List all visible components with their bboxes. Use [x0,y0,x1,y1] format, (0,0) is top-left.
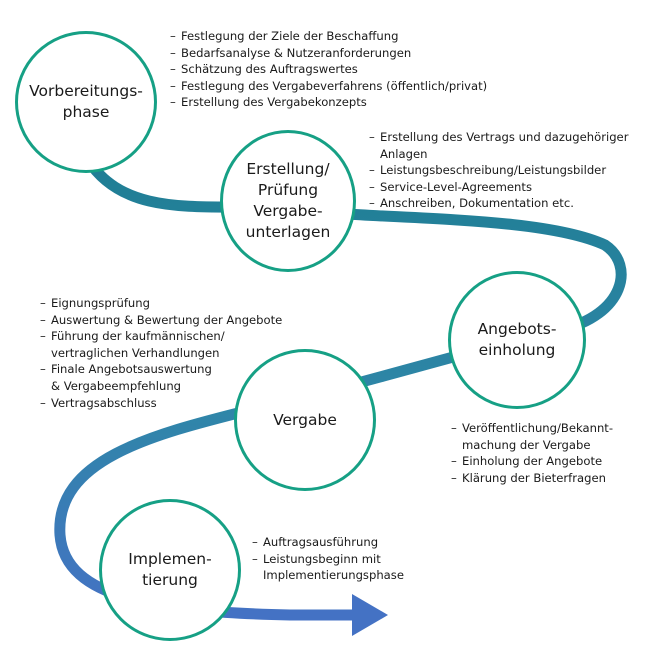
phase-title: Implemen- tierung [128,550,212,589]
list-item: Finale Angebotsauswertung & Vergabeempfe… [40,361,320,394]
list-item: Eignungsprüfung [40,295,320,312]
list-item: Einholung der Angebote [451,453,666,470]
list-item: Veröffentlichung/Bekannt- machung der Ve… [451,420,666,453]
list-item: Führung der kaufmännischen/ vertragliche… [40,328,320,361]
list-item: Anschreiben, Dokumentation etc. [369,195,669,212]
list-item: Vertragsabschluss [40,395,320,412]
phase-list-implementierung: Auftragsausführung Leistungsbeginn mit I… [252,534,482,584]
flow-arrow-head [352,594,388,636]
list-item: Erstellung des Vertrags und dazugehörige… [369,129,669,162]
list-item: Festlegung der Ziele der Beschaffung [170,28,550,45]
list-item: Schätzung des Auftragswertes [170,61,550,78]
phase-title: Erstellung/ Prüfung Vergabe- unterlagen [245,160,331,241]
phase-circle-vorbereitung: Vorbereitungs- phase [15,31,157,173]
phase-circle-implementierung: Implemen- tierung [99,499,241,641]
phase-list-angebotseinholung: Veröffentlichung/Bekannt- machung der Ve… [451,420,666,486]
phase-list-vergabe: Eignungsprüfung Auswertung & Bewertung d… [40,295,320,411]
phase-title: Angebots- einholung [477,320,557,359]
list-item: Bedarfsanalyse & Nutzeranforderungen [170,45,550,62]
phase-title: Vorbereitungs- phase [29,82,143,121]
list-item: Auswertung & Bewertung der Angebote [40,312,320,329]
phase-title: Vergabe [273,410,337,429]
phase-list-vorbereitung: Festlegung der Ziele der Beschaffung Bed… [170,28,550,111]
list-item: Klärung der Bieterfragen [451,470,666,487]
list-item: Erstellung des Vergabekonzepts [170,94,550,111]
list-item: Festlegung des Vergabeverfahrens (öffent… [170,78,550,95]
phase-circle-erstellung: Erstellung/ Prüfung Vergabe- unterlagen [220,130,356,272]
list-item: Leistungsbeschreibung/Leistungsbilder [369,162,669,179]
list-item: Service-Level-Agreements [369,179,669,196]
phase-circle-angebotseinholung: Angebots- einholung [448,271,586,409]
list-item: Leistungsbeginn mit Implementierungsphas… [252,551,482,584]
phase-list-erstellung: Erstellung des Vertrags und dazugehörige… [369,129,669,212]
list-item: Auftragsausführung [252,534,482,551]
